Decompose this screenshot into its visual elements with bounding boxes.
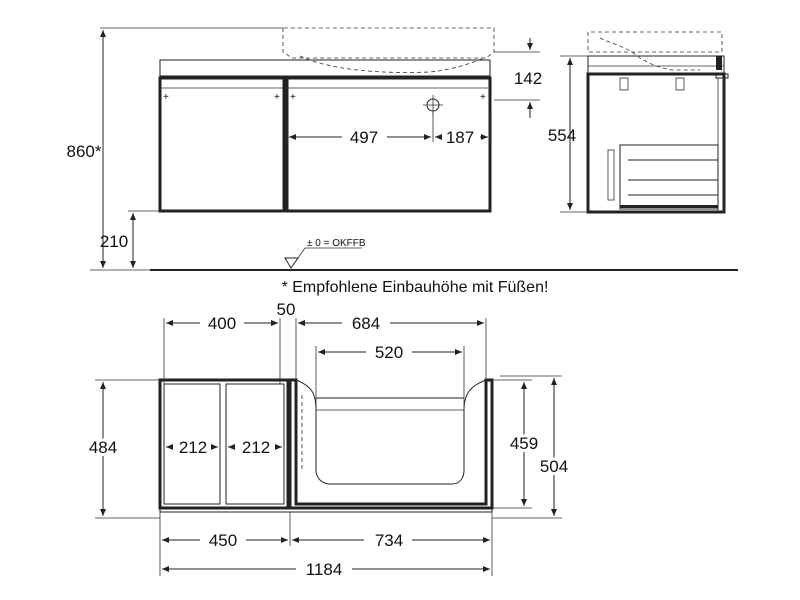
dim-497: 497: [350, 128, 378, 147]
dim-212-a: 212: [179, 438, 207, 457]
dim-520: 520: [375, 343, 403, 362]
top-cabinet-right: [288, 378, 494, 510]
dim-459: 459: [510, 434, 538, 453]
front-cabinet-left: [158, 76, 286, 213]
dim-400: 400: [208, 314, 236, 333]
dim-187: 187: [446, 128, 474, 147]
footnote: * Empfohlene Einbauhöhe mit Füßen!: [282, 279, 549, 296]
front-countertop: [159, 59, 491, 77]
front-view: + + + + 860* 210 ± 0 = OKFFB 497 187: [67, 27, 738, 271]
dim-142: 142: [514, 69, 542, 88]
svg-text:+: +: [274, 92, 280, 103]
side-countertop: [587, 55, 725, 75]
dim-212-b: 212: [242, 438, 270, 457]
dim-450: 450: [209, 531, 237, 550]
dim-1184: 1184: [306, 560, 343, 579]
dim-50: 50: [277, 300, 296, 319]
svg-text:+: +: [163, 92, 169, 103]
side-cabinet: [586, 72, 726, 214]
top-basin: [295, 379, 487, 485]
dim-860: 860*: [67, 142, 102, 161]
dim-210: 210: [100, 232, 128, 251]
top-cabinet-left: [158, 378, 290, 510]
svg-text:+: +: [480, 92, 486, 103]
dim-504: 504: [540, 457, 568, 476]
front-cabinet-right: [285, 76, 492, 213]
top-door-1: [163, 383, 221, 505]
front-basin-outline: [282, 27, 495, 59]
side-basin-outline: [587, 31, 723, 53]
front-basin-bowl: [299, 55, 485, 73]
side-drawer: [619, 144, 719, 210]
dim-684: 684: [352, 314, 380, 333]
dim-734: 734: [375, 531, 403, 550]
floor-reference: ± 0 = OKFFB: [307, 238, 366, 249]
top-view: 400 50 684 520 484 212 212 459: [86, 300, 571, 579]
top-door-2: [225, 383, 285, 505]
dim-484: 484: [89, 438, 117, 457]
side-view: 554: [548, 31, 729, 214]
dim-554: 554: [548, 126, 576, 145]
svg-text:+: +: [290, 92, 296, 103]
